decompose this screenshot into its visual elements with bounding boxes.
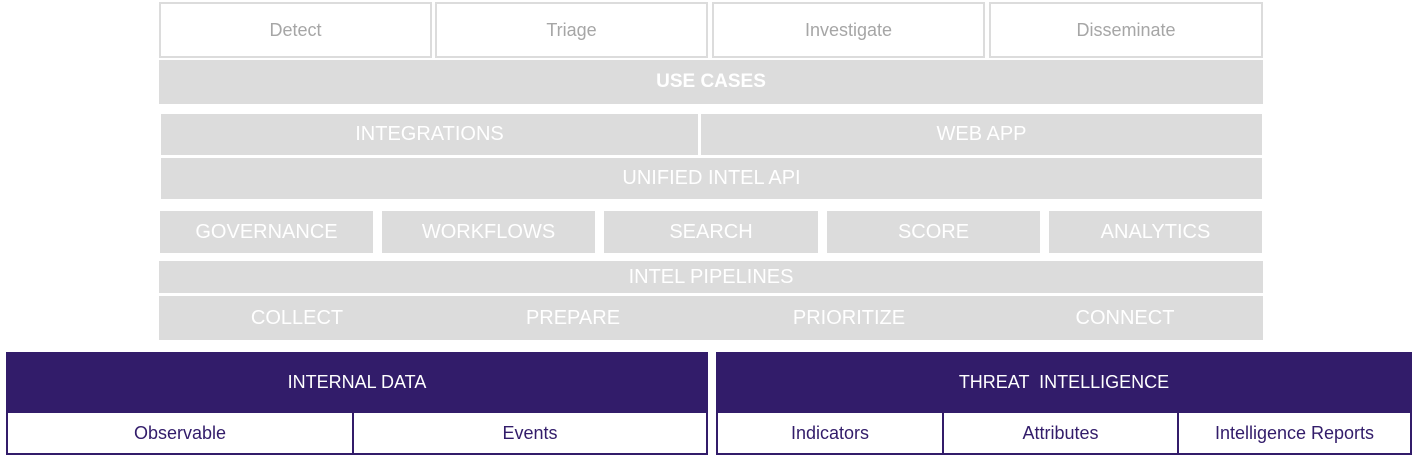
threat-item-attributes: Attributes — [942, 411, 1179, 455]
threat-intelligence-header: THREAT INTELLIGENCE — [716, 352, 1412, 412]
step-prepare: PREPARE — [525, 306, 621, 329]
service-analytics: ANALYTICS — [1049, 211, 1262, 253]
pipeline-steps-bar: COLLECT PREPARE PRIORITIZE CONNECT — [159, 296, 1263, 340]
service-score: SCORE — [827, 211, 1040, 253]
threat-item-intelligence-reports: Intelligence Reports — [1177, 411, 1412, 455]
integrations-block: INTEGRATIONS — [161, 114, 698, 155]
threat-item-indicators: Indicators — [716, 411, 944, 455]
service-governance: GOVERNANCE — [160, 211, 373, 253]
intel-pipelines-bar: INTEL PIPELINES — [159, 261, 1263, 293]
stage-investigate: Investigate — [712, 2, 985, 58]
service-workflows: WORKFLOWS — [382, 211, 595, 253]
step-connect: CONNECT — [1075, 306, 1175, 329]
internal-item-observable: Observable — [6, 411, 354, 455]
step-prioritize: PRIORITIZE — [792, 306, 906, 329]
step-collect: COLLECT — [250, 306, 344, 329]
unified-intel-api-bar: UNIFIED INTEL API — [161, 158, 1262, 199]
web-app-block: WEB APP — [701, 114, 1262, 155]
stage-disseminate: Disseminate — [989, 2, 1263, 58]
stage-triage: Triage — [435, 2, 708, 58]
service-search: SEARCH — [604, 211, 818, 253]
use-cases-bar: USE CASES — [159, 60, 1263, 104]
stage-detect: Detect — [159, 2, 432, 58]
internal-item-events: Events — [352, 411, 708, 455]
internal-data-header: INTERNAL DATA — [6, 352, 708, 412]
